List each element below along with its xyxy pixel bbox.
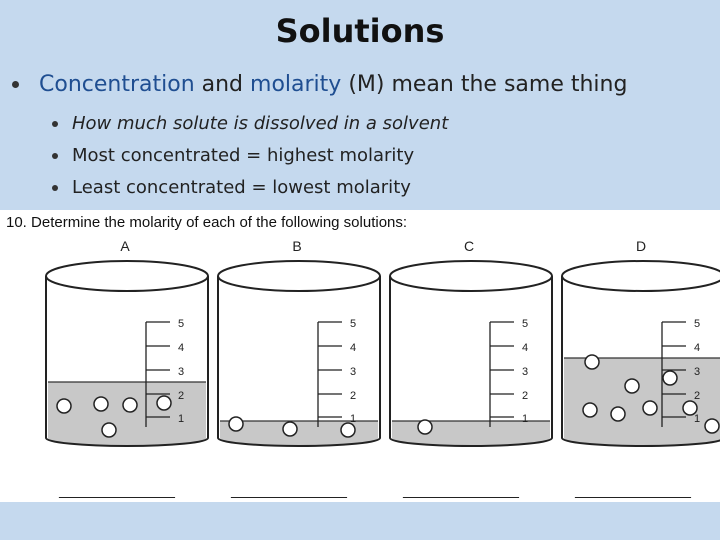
solute-particle — [101, 422, 117, 438]
solute-particle — [584, 354, 600, 370]
beaker-label: C — [464, 238, 474, 254]
scale-tick-label: 1 — [178, 413, 184, 425]
beaker-label: D — [636, 238, 646, 254]
beaker-label: B — [292, 238, 301, 254]
scale-tick-label: 2 — [522, 390, 528, 402]
scale-tick-label: 5 — [350, 318, 356, 330]
scale-tick-label: 1 — [694, 413, 700, 425]
beaker-bottom — [217, 437, 381, 447]
answer-blank: _____________ — [402, 482, 520, 499]
solute-particle — [610, 406, 626, 422]
solute-particle — [662, 370, 678, 386]
answer-blank: _____________ — [58, 482, 176, 499]
scale-tick-label: 3 — [522, 366, 528, 378]
scale-tick-label: 2 — [350, 390, 356, 402]
worksheet-image: 10. Determine the molarity of each of th… — [0, 210, 720, 502]
slide-title: Solutions — [275, 12, 445, 50]
beaker-liquid-bottom — [220, 430, 378, 446]
solute-particle — [340, 422, 356, 438]
bullet-dot-icon — [52, 184, 58, 191]
bullet-dot-icon — [52, 120, 58, 127]
beaker-bottom — [389, 437, 553, 447]
scale-tick-label: 4 — [694, 342, 700, 354]
beaker-liquid-bottom — [392, 430, 550, 446]
sub-bullet-text: Most concentrated = highest molarity — [72, 145, 415, 166]
sub-bullet-text: How much solute is dissolved in a solven… — [72, 113, 449, 134]
beaker-rim — [389, 260, 553, 292]
solute-particle — [282, 421, 298, 437]
beaker-rim — [45, 260, 209, 292]
solute-particle — [228, 416, 244, 432]
main-bullet: Concentration and molarity (M) mean the … — [12, 72, 627, 97]
scale-tick-label: 4 — [350, 342, 356, 354]
scale-tick-label: 2 — [178, 390, 184, 402]
solute-particle — [156, 395, 172, 411]
worksheet-question: 10. Determine the molarity of each of th… — [6, 214, 408, 231]
sub-bullet-3: Least concentrated = lowest molarity — [52, 177, 411, 198]
beaker-liquid — [564, 358, 720, 438]
solute-particle — [582, 402, 598, 418]
beakers-figure: A 5 4 3 2 1 _____________ B 5 4 3 2 1 _____________ C 5… — [45, 238, 720, 499]
sub-bullet-1: How much solute is dissolved in a solven… — [52, 113, 448, 134]
solute-particle — [93, 396, 109, 412]
answer-blank: _____________ — [574, 482, 692, 499]
solute-particle — [624, 378, 640, 394]
scale-tick-label: 3 — [178, 366, 184, 378]
scale-tick-label: 5 — [694, 318, 700, 330]
solute-particle — [417, 419, 433, 435]
scale-tick-label: 2 — [694, 390, 700, 402]
scale-tick-label: 3 — [694, 366, 700, 378]
solute-particle — [682, 400, 698, 416]
sub-bullet-text: Least concentrated = lowest molarity — [72, 177, 411, 198]
beaker-label: A — [120, 238, 130, 254]
solute-particle — [56, 398, 72, 414]
scale-tick-label: 5 — [178, 318, 184, 330]
term-molarity: molarity — [250, 72, 342, 97]
scale-tick-label: 4 — [522, 342, 528, 354]
scale-tick-label: 5 — [522, 318, 528, 330]
beaker-liquid-bottom — [48, 430, 206, 446]
scale-tick-label: 1 — [522, 413, 528, 425]
bullet-text-and: and — [194, 72, 251, 97]
beaker-rim — [217, 260, 381, 292]
term-concentration: Concentration — [39, 72, 195, 97]
beaker-liquid-bottom — [564, 430, 720, 446]
scale-tick-label: 3 — [350, 366, 356, 378]
bullet-text-rest: (M) mean the same thing — [341, 72, 628, 97]
solute-particle — [704, 418, 720, 434]
bullet-dot-icon — [52, 152, 58, 159]
beaker-rim — [561, 260, 720, 292]
solute-particle — [122, 397, 138, 413]
scale-tick-label: 1 — [350, 413, 356, 425]
bullet-dot-icon — [12, 81, 19, 88]
sub-bullet-2: Most concentrated = highest molarity — [52, 145, 414, 166]
beaker-bottom — [561, 437, 720, 447]
beaker-bottom — [45, 437, 209, 447]
scale-tick-label: 4 — [178, 342, 184, 354]
solute-particle — [642, 400, 658, 416]
answer-blank: _____________ — [230, 482, 348, 499]
